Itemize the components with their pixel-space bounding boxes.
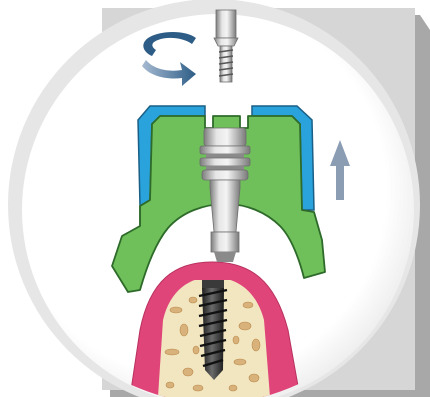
gingiva-crest [189,266,236,280]
